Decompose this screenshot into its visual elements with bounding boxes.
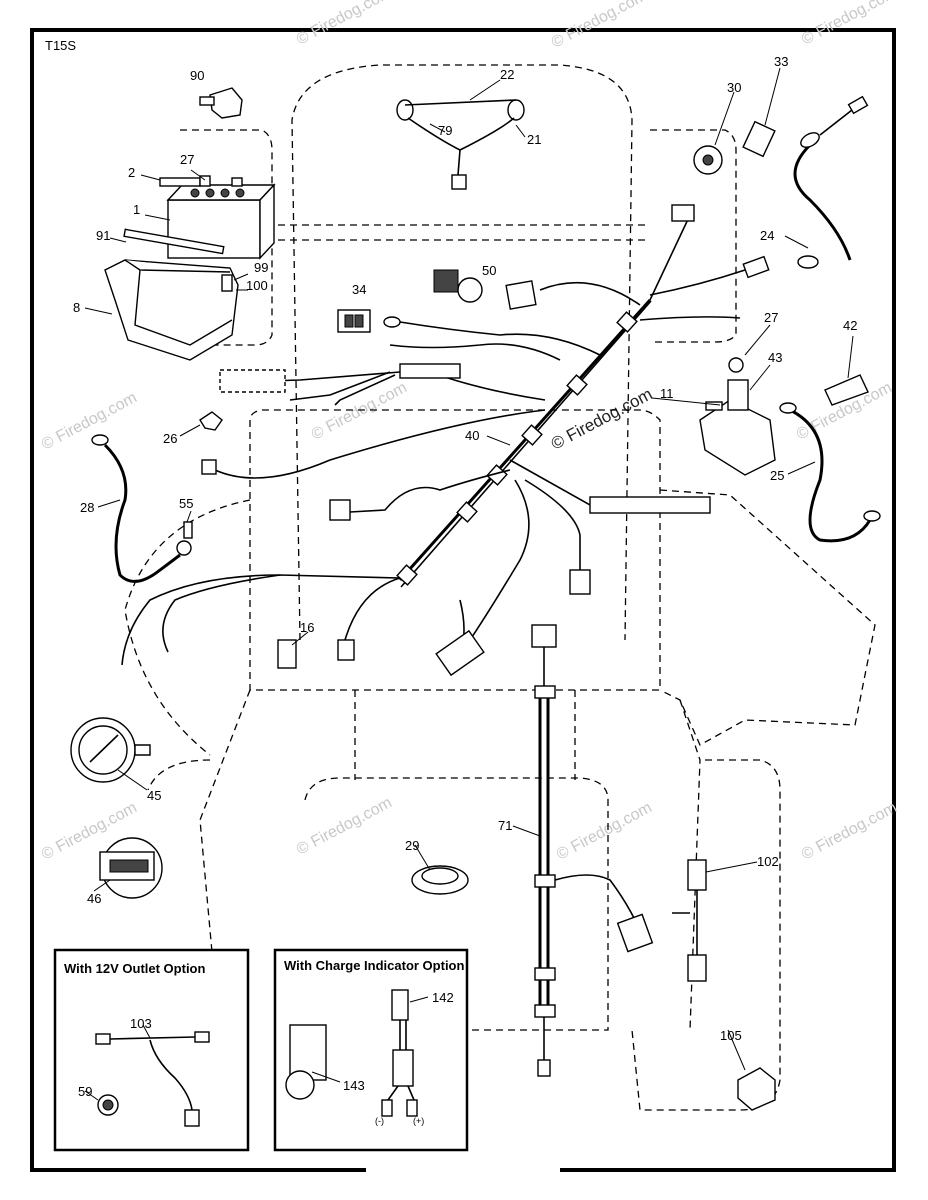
label-143: 143 <box>343 1078 365 1093</box>
label-46: 46 <box>87 891 101 906</box>
label-30: 30 <box>727 80 741 95</box>
main-harness <box>121 204 770 677</box>
label-99: 99 <box>254 260 268 275</box>
label-45: 45 <box>147 788 161 803</box>
label-105: 105 <box>720 1028 742 1043</box>
part-50 <box>433 269 483 303</box>
part-30-ignition <box>693 145 723 175</box>
label-28: 28 <box>80 500 94 515</box>
label-25: 25 <box>770 468 784 483</box>
frame-bottom-right <box>560 1168 896 1172</box>
label-103: 103 <box>130 1016 152 1031</box>
label-43: 43 <box>768 350 782 365</box>
part-25-cable <box>779 402 881 543</box>
label-1: 1 <box>133 202 140 217</box>
watermark: © Firedog.com <box>799 0 900 49</box>
label-22: 22 <box>500 67 514 82</box>
harness-71 <box>531 624 654 1077</box>
part-55 <box>176 521 193 556</box>
label-142: 142 <box>432 990 454 1005</box>
part-26 <box>199 411 223 431</box>
label-16: 16 <box>300 620 314 635</box>
label-40: 40 <box>465 428 479 443</box>
watermark: © Firedog.com <box>39 389 140 453</box>
label-42: 42 <box>843 318 857 333</box>
part-46-hourmeter <box>99 837 163 899</box>
label-27b: 27 <box>764 310 778 325</box>
label-100: 100 <box>246 278 268 293</box>
watermark: © Firedog.com <box>294 794 395 858</box>
watermark: © Firedog.com <box>799 799 900 863</box>
label-27a: 27 <box>180 152 194 167</box>
part-42 <box>824 374 869 406</box>
part-28-cable <box>91 434 181 583</box>
labels: T15S 90 22 79 21 30 33 27 2 1 91 99 100 … <box>45 38 857 1126</box>
label-50: 50 <box>482 263 496 278</box>
part-22-lights <box>396 99 525 190</box>
part-45-gauge <box>70 717 151 783</box>
part-102 <box>672 859 707 982</box>
label-neg: (-) <box>375 1116 384 1126</box>
leader-lines <box>84 67 854 1101</box>
label-24: 24 <box>760 228 774 243</box>
label-2: 2 <box>128 165 135 180</box>
part-33 <box>742 120 776 158</box>
label-21: 21 <box>527 132 541 147</box>
label-11: 11 <box>660 386 674 401</box>
diagram-code: T15S <box>45 38 76 53</box>
part-16 <box>277 639 297 669</box>
inset-charge-indicator <box>273 948 469 1152</box>
label-79: 79 <box>438 123 452 138</box>
inset-12v-outlet <box>53 948 250 1152</box>
label-90: 90 <box>190 68 204 83</box>
part-43-solenoid <box>699 357 776 476</box>
label-33: 33 <box>774 54 788 69</box>
label-34: 34 <box>352 282 366 297</box>
battery-group <box>104 175 276 361</box>
frame-bottom-left <box>30 1168 366 1172</box>
diagram-frame <box>30 28 896 1172</box>
part-90 <box>199 87 243 119</box>
label-26: 26 <box>163 431 177 446</box>
label-55: 55 <box>179 496 193 511</box>
inset-outlet-caption: With 12V Outlet Option <box>64 961 205 976</box>
label-102: 102 <box>757 854 779 869</box>
label-29: 29 <box>405 838 419 853</box>
watermark: © Firedog.com <box>294 0 395 49</box>
label-8: 8 <box>73 300 80 315</box>
part-24-cable <box>793 95 869 269</box>
part-29 <box>411 865 469 895</box>
watermark: © Firedog.com <box>549 0 650 52</box>
label-59: 59 <box>78 1084 92 1099</box>
label-pos: (+) <box>413 1116 424 1126</box>
inset-charge-caption: With Charge Indicator Option <box>284 958 464 973</box>
watermark: © Firedog.com <box>309 379 410 443</box>
label-71: 71 <box>498 818 512 833</box>
part-34-switch <box>337 309 401 333</box>
label-91: 91 <box>96 228 110 243</box>
part-105 <box>737 1067 776 1111</box>
watermark: © Firedog.com <box>554 799 655 863</box>
